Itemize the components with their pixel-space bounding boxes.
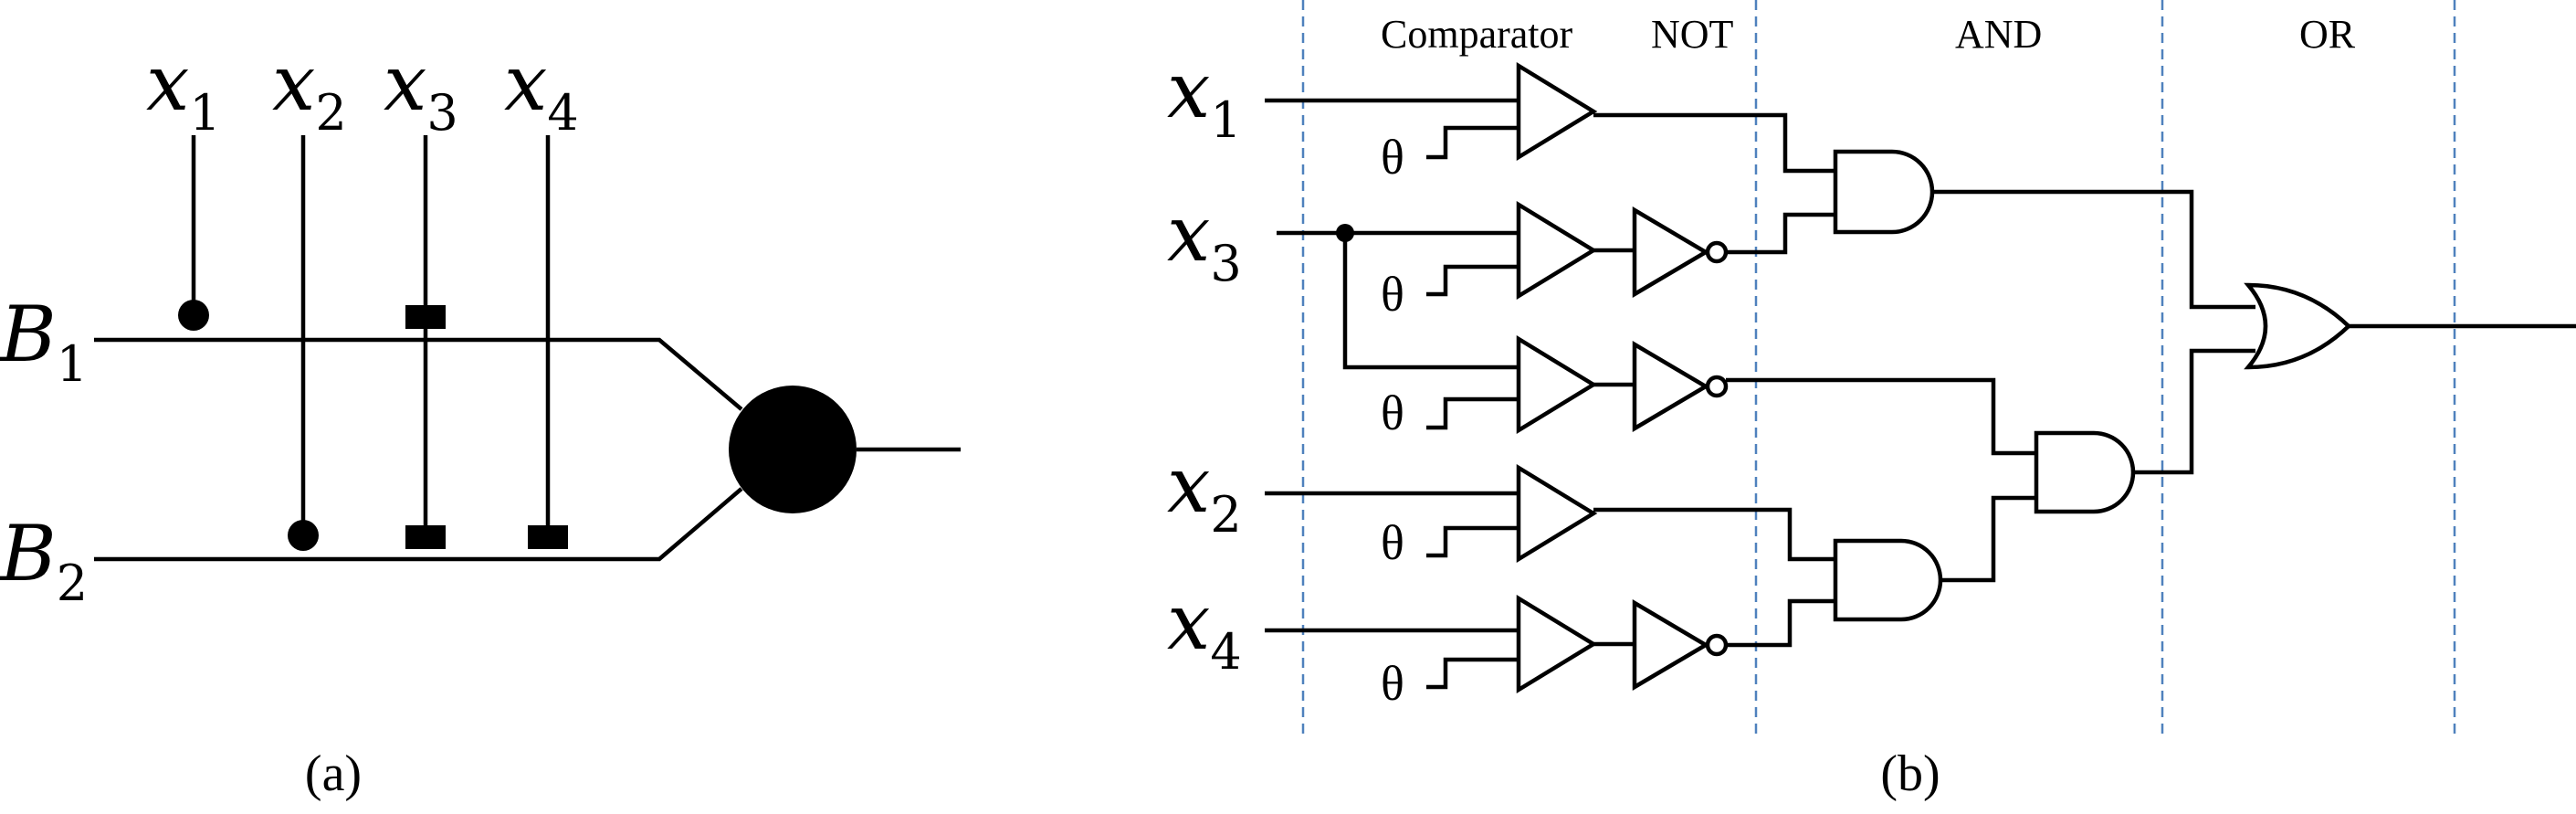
branch-b2-line	[94, 487, 743, 562]
and3-to-and2-wire	[1940, 495, 2036, 583]
x3-b1-connection-square	[405, 305, 446, 329]
panel-a: x1 x2 x3 x4 B1 B2 (a)	[0, 38, 961, 802]
not-gate-1	[1632, 206, 1729, 298]
threshold-theta-1: θ	[1381, 130, 1404, 185]
comp1-to-and1-wire	[1593, 112, 1835, 174]
not-gate-3	[1632, 599, 1729, 691]
panel-b: Comparator NOT AND OR x1 x3 x2 x4 θ θ θ	[1167, 0, 2576, 802]
panel-b-input-x3: x3	[1167, 189, 1242, 292]
or-gate	[2244, 282, 2352, 370]
x1-b1-connection-dot	[178, 300, 209, 331]
x4-b2-connection-square	[528, 525, 568, 549]
panel-a-caption: (a)	[305, 745, 362, 802]
not1-to-and1-wire	[1726, 212, 1835, 255]
panel-a-input-x3: x3	[384, 38, 458, 142]
comparator-3: θ	[1381, 334, 1598, 440]
x3-branch-wire	[1342, 233, 1519, 370]
and1-to-or-wire	[1932, 189, 2255, 310]
comparator-1: θ	[1381, 61, 1598, 185]
branch-b1-line	[94, 337, 743, 411]
panel-b-input-x2: x2	[1167, 440, 1242, 544]
comparator-2: θ	[1381, 200, 1598, 322]
stage-label-and: AND	[1955, 12, 2042, 57]
threshold-theta-5: θ	[1381, 656, 1404, 711]
x3-junction-dot	[1336, 224, 1354, 242]
x2-b2-connection-dot	[288, 520, 319, 551]
panel-a-input-x1: x1	[146, 38, 221, 142]
panel-b-input-x1: x1	[1167, 46, 1242, 149]
threshold-theta-3: θ	[1381, 386, 1404, 440]
and2-to-or-wire	[2133, 348, 2255, 475]
comp4-to-and3-wire	[1593, 507, 1835, 562]
panel-a-input-x2: x2	[272, 38, 347, 142]
and-gate-3	[1833, 538, 1943, 622]
panel-b-caption: (b)	[1880, 745, 1940, 802]
stage-label-not: NOT	[1651, 12, 1734, 57]
output-node	[729, 386, 857, 513]
and-gate-2	[2034, 430, 2136, 514]
stage-label-or: OR	[2299, 12, 2356, 57]
and-gate-1	[1833, 149, 1935, 235]
panel-a-branch-b1: B1	[0, 290, 88, 393]
threshold-theta-4: θ	[1381, 515, 1404, 570]
panel-b-input-x4: x4	[1167, 577, 1242, 681]
comparator-5: θ	[1381, 594, 1598, 711]
threshold-theta-2: θ	[1381, 267, 1404, 322]
not-gate-2	[1632, 341, 1729, 432]
panel-a-branch-b2: B2	[0, 509, 88, 612]
not2-to-and2-wire	[1726, 377, 2036, 456]
x3-b2-connection-square	[405, 525, 446, 549]
not3-to-and3-wire	[1726, 598, 1835, 648]
stage-label-comparator: Comparator	[1381, 12, 1573, 57]
panel-a-input-x4: x4	[504, 38, 579, 142]
comparator-4: θ	[1381, 463, 1598, 570]
